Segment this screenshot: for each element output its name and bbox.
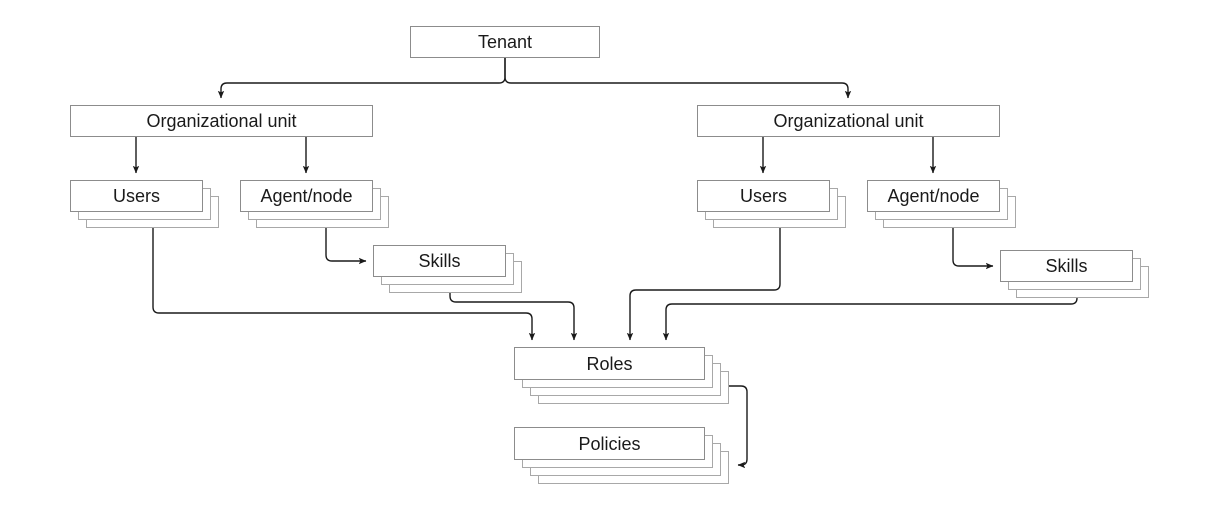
edge-skills-right-to-roles	[662, 297, 1078, 341]
edge-tenant-to-ou-right	[504, 58, 852, 99]
node-agent-left[interactable]: Agent/node	[240, 180, 373, 212]
node-label-policies: Policies	[578, 433, 641, 454]
node-ou-left[interactable]: Organizational unit	[70, 105, 373, 137]
node-users-right[interactable]: Users	[697, 180, 830, 212]
node-label-skills-left: Skills	[418, 251, 461, 271]
edge-users-left-to-roles	[152, 228, 536, 341]
node-label-ou-left: Organizational unit	[146, 111, 297, 131]
node-label-roles: Roles	[586, 353, 633, 374]
node-label-agent-right: Agent/node	[887, 186, 980, 206]
node-label-agent-left: Agent/node	[260, 186, 353, 206]
node-tenant[interactable]: Tenant	[410, 26, 600, 58]
node-label-users-left: Users	[112, 186, 160, 206]
edge-users-right-to-roles	[626, 228, 781, 341]
edge-skills-left-to-roles	[449, 293, 578, 341]
edge-agent-right-to-skills-right	[952, 228, 994, 270]
node-policies[interactable]: Policies	[514, 427, 705, 460]
node-agent-right[interactable]: Agent/node	[867, 180, 1000, 212]
node-ou-right[interactable]: Organizational unit	[697, 105, 1000, 137]
node-label-tenant: Tenant	[477, 32, 533, 52]
node-roles[interactable]: Roles	[514, 347, 705, 380]
edge-agent-left-to-skills-left	[325, 228, 367, 265]
edge-tenant-to-ou-left	[217, 58, 506, 99]
edge-roles-to-policies	[729, 385, 748, 469]
node-skills-right[interactable]: Skills	[1000, 250, 1133, 282]
node-label-users-right: Users	[739, 186, 787, 206]
node-users-left[interactable]: Users	[70, 180, 203, 212]
node-label-ou-right: Organizational unit	[773, 111, 924, 131]
node-label-skills-right: Skills	[1045, 256, 1088, 276]
node-skills-left[interactable]: Skills	[373, 245, 506, 277]
